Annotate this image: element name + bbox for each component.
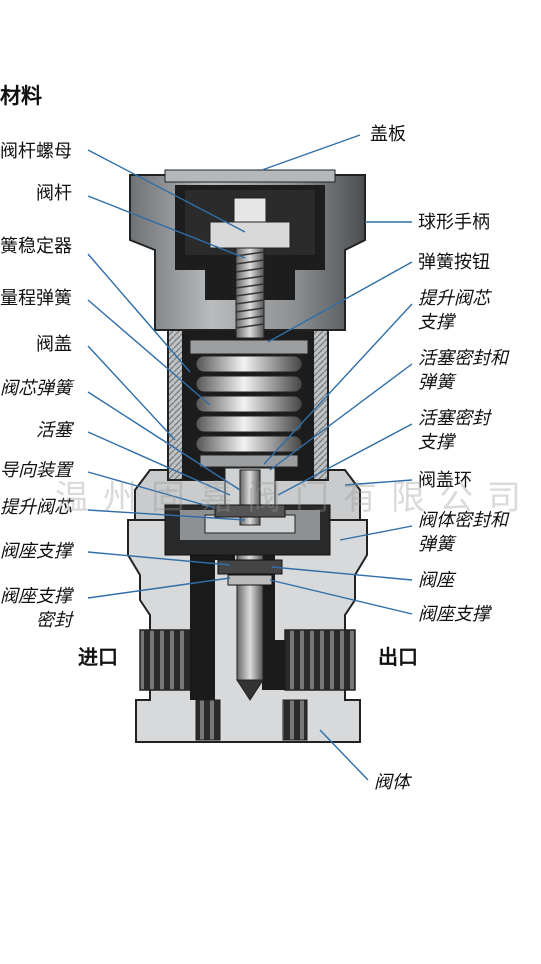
page-title: 材料 [0,84,42,108]
stem [209,197,291,339]
label-range-spring: 量程弹簧 [0,288,72,309]
label-body-seal-spring-2: 弹簧 [418,534,454,555]
label-poppet-spring: 阀芯弹簧 [0,378,72,399]
label-piston-seal-support-1: 活塞密封 [418,408,490,429]
label-body: 阀体 [374,772,410,793]
label-seat-retainer-seal-2: 密封 [36,610,72,631]
label-seat: 阀座 [418,570,454,591]
label-piston-seal-spring-1: 活塞密封和 [418,348,508,369]
label-spring-button: 弹簧按钮 [418,252,490,273]
label-seat-retainer-right: 阀座支撑 [418,604,490,625]
label-inlet: 进口 [78,645,118,669]
label-seat-retainer-seal-1: 阀座支撑 [0,586,72,607]
label-outlet: 出口 [378,645,418,669]
leader-lines [87,134,413,781]
label-cover-plate: 盖板 [370,124,406,145]
range-spring [189,339,309,468]
label-piston-seal-support-2: 支撑 [418,432,454,453]
label-guide: 导向装置 [0,460,72,481]
label-stem: 阀杆 [36,183,72,204]
label-seat-retainer-left: 阀座支撑 [0,541,72,562]
label-knob: 球形手柄 [418,212,490,233]
label-piston-seal-spring-2: 弹簧 [418,372,454,393]
label-stem-nut: 阀杆螺母 [0,141,72,162]
label-body-seal-spring-1: 阀体密封和 [418,510,508,531]
label-poppet-support-2: 支撑 [418,312,454,333]
label-poppet-support-1: 提升阀芯 [418,288,490,309]
piston [214,467,286,526]
label-poppet: 提升阀芯 [0,497,72,518]
label-spring-stabilizer: 簧稳定器 [0,236,72,257]
label-bonnet-ring: 阀盖环 [418,470,472,491]
label-bonnet: 阀盖 [36,334,72,355]
label-piston: 活塞 [36,420,72,441]
